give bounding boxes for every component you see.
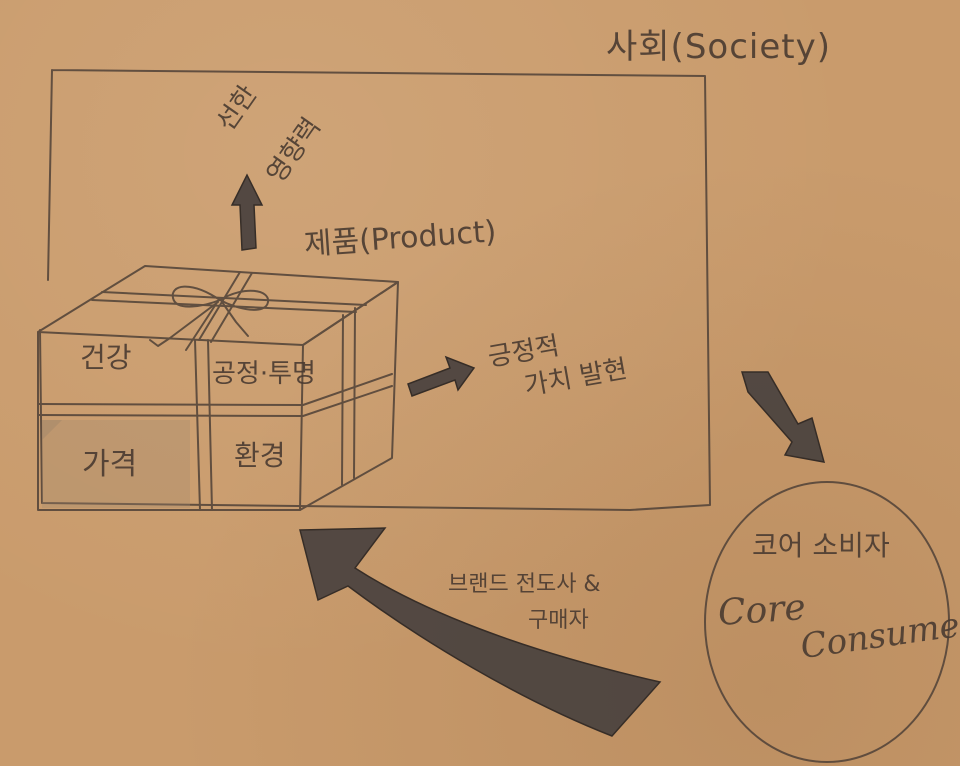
feedback-label-line2: 구매자 (528, 608, 589, 633)
influence-arrow (230, 173, 264, 251)
core-consumer-circle (704, 481, 950, 763)
feedback-arrow (299, 527, 662, 737)
gift-box (37, 265, 399, 511)
society-frame (39, 69, 711, 511)
price-label: 가격 (82, 447, 138, 482)
health-label: 건강 (80, 341, 132, 374)
consumer-arrow (740, 371, 826, 463)
value-arrow (407, 355, 476, 397)
core-consumer-korean: 코어 소비자 (752, 529, 890, 562)
fair-transparent-label: 공정·투명 (212, 359, 316, 389)
price-hatching (42, 420, 190, 508)
core-consumer-english-1: Core (716, 586, 808, 635)
feedback-label-line1: 브랜드 전도사 & (448, 572, 601, 597)
environment-label: 환경 (234, 439, 286, 472)
society-label: 사회(Society) (606, 27, 831, 67)
